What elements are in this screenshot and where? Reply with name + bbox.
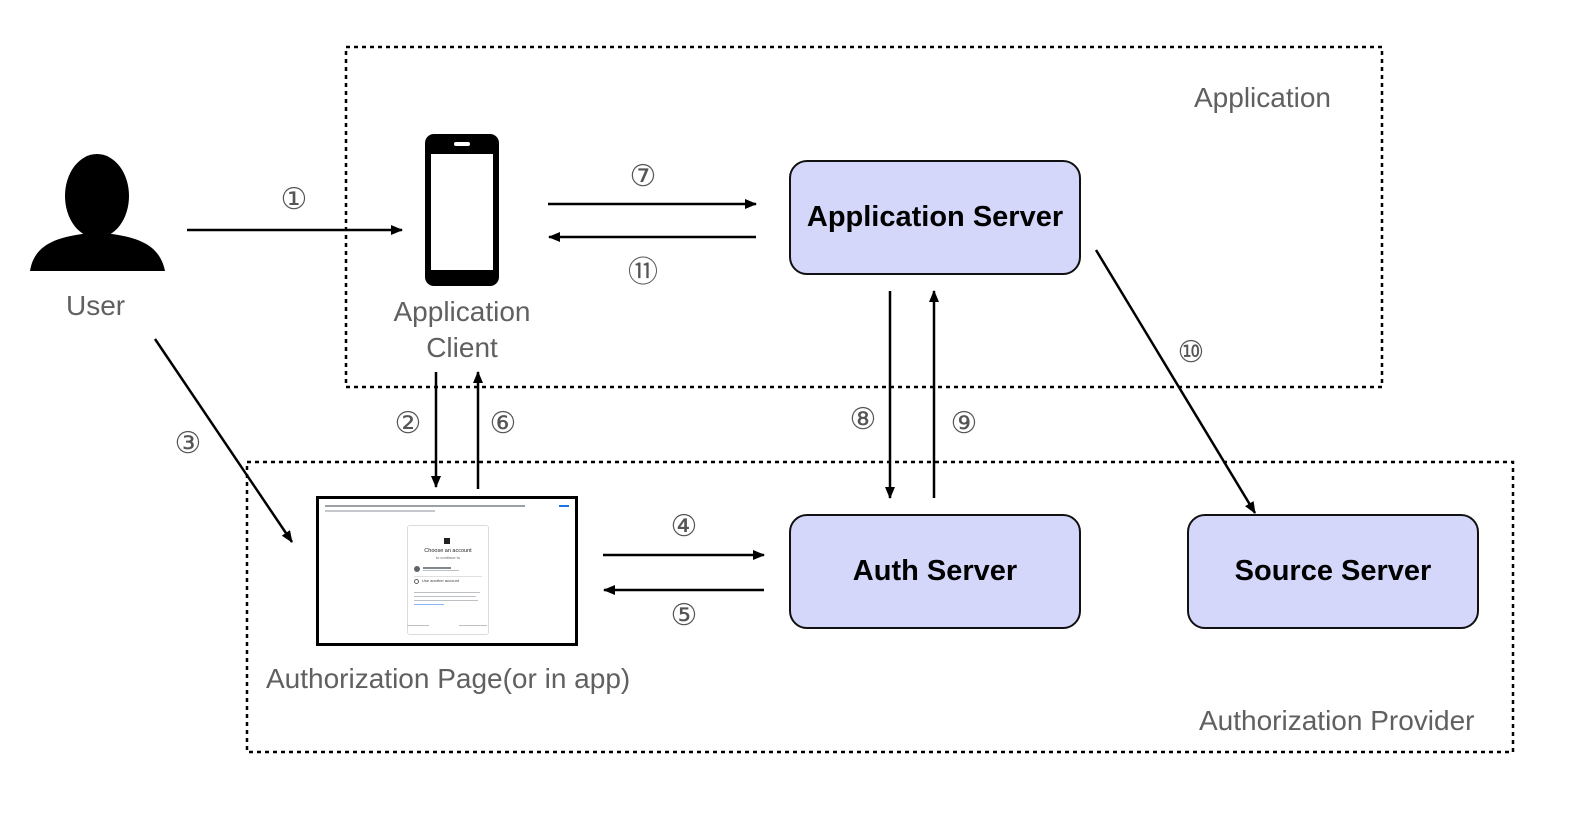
application-server-label: Application Server [806, 201, 1064, 233]
application-region-label: Application [1194, 82, 1331, 113]
mock-login-subtitle: to continue to [435, 555, 461, 560]
user-label: User [66, 290, 126, 321]
phone-icon [425, 134, 499, 286]
mock-fineprint-3 [414, 600, 478, 602]
step-7: ⑦ [629, 159, 657, 194]
source-server-label: Source Server [1234, 555, 1432, 587]
mock-header-subline [325, 510, 435, 512]
mock-account-email [423, 570, 459, 572]
step-10: ⑩ [1177, 335, 1205, 370]
mock-footer-links [459, 625, 487, 627]
step-4: ④ [670, 509, 698, 544]
user-icon [30, 154, 165, 271]
mock-header-line [325, 505, 525, 507]
step-1: ① [280, 182, 308, 217]
mock-login-card: Choose an account to continue to Use ano… [407, 525, 489, 635]
step-11: ⑪ [628, 255, 658, 290]
add-account-icon [414, 579, 419, 584]
arrow-10 [1094, 249, 1257, 514]
authorization-provider-label: Authorization Provider [1199, 705, 1475, 736]
step-2: ② [394, 406, 422, 441]
auth-server-label: Auth Server [852, 555, 1018, 587]
mock-fineprint-2 [414, 596, 476, 598]
step-5: ⑤ [670, 598, 698, 633]
authorization-provider-region [245, 460, 1515, 754]
app-logo-icon [444, 538, 450, 544]
source-server-box: Source Server [1187, 514, 1479, 629]
mock-use-another-account: Use another account [422, 578, 459, 583]
mock-fineprint-link [414, 604, 444, 606]
application-client-label-line2: Client [426, 332, 498, 363]
mock-link [559, 505, 569, 507]
mock-login-title: Choose an account [424, 548, 472, 554]
arrow-3 [153, 338, 294, 543]
step-3: ③ [174, 426, 202, 461]
mock-divider [414, 576, 482, 577]
step-6: ⑥ [489, 406, 517, 441]
mock-account-name [423, 567, 451, 569]
mock-language-select [407, 625, 429, 627]
application-server-box: Application Server [789, 160, 1081, 275]
application-client-label-line1: Application [393, 296, 531, 327]
authorization-page-label: Authorization Page(or in app) [266, 663, 631, 694]
step-9: ⑨ [950, 406, 978, 441]
step-8: ⑧ [849, 402, 877, 437]
mock-fineprint-1 [414, 592, 480, 594]
auth-server-box: Auth Server [789, 514, 1081, 629]
authorization-page-screenshot: Choose an account to continue to Use ano… [316, 496, 578, 646]
account-avatar-icon [414, 566, 420, 572]
